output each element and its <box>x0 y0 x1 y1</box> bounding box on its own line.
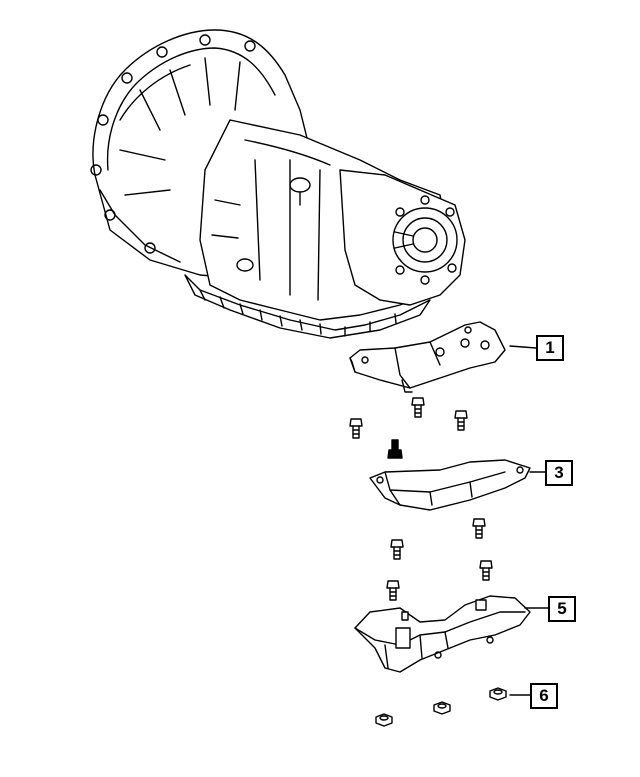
callout-3: 3 <box>545 460 573 486</box>
callout-1: 1 <box>536 335 564 361</box>
nut-icon <box>375 687 507 727</box>
mount-bracket-icon <box>349 321 506 393</box>
crossmember-icon <box>369 459 531 511</box>
leader-line-1 <box>509 345 537 349</box>
bolt-icon <box>349 397 468 459</box>
crossmember-icon <box>354 595 531 673</box>
callout-5: 5 <box>548 596 576 622</box>
callout-6: 6 <box>530 683 558 709</box>
transmission-assembly-icon <box>90 29 466 339</box>
bolt-icon <box>386 518 493 601</box>
